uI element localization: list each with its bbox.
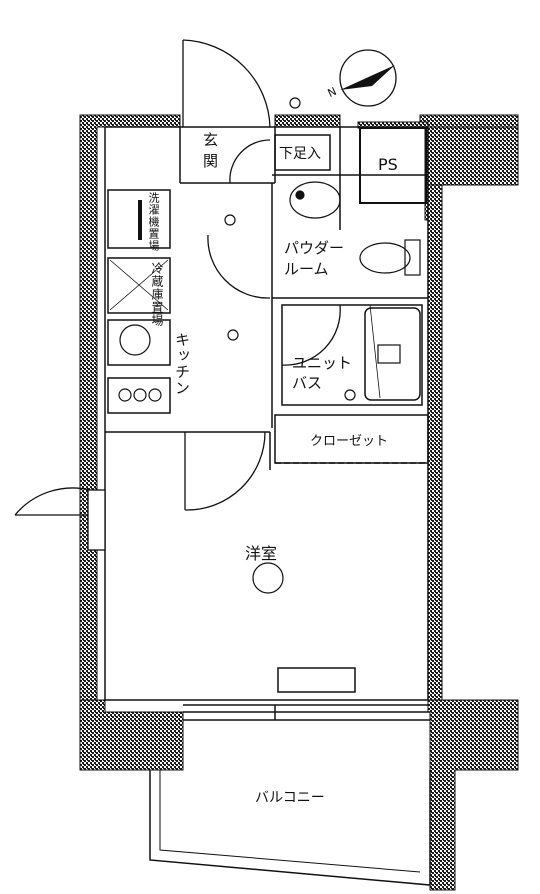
wall-right <box>427 184 443 701</box>
ceiling-light-room <box>252 562 284 594</box>
wall-top-right <box>419 114 519 128</box>
walls <box>79 114 519 891</box>
unit-bath-outline <box>281 304 423 406</box>
interior-outline <box>104 126 429 701</box>
shoe-box-outline <box>274 134 331 171</box>
compass <box>339 49 397 107</box>
label-kitchen: キッチン <box>173 332 191 396</box>
tv-unit <box>277 667 356 693</box>
label-closet: クローゼット <box>310 434 389 449</box>
label-balcony: バルコニー <box>255 790 325 806</box>
doors <box>14 39 431 886</box>
label-fridge: 冷蔵庫置場 <box>150 262 164 327</box>
washbasin <box>289 181 341 219</box>
label-powder-room: パウダールーム <box>284 239 345 278</box>
fixtures <box>109 97 421 594</box>
compass-needle-icon <box>340 65 395 90</box>
label-western-room: 洋室 <box>245 544 278 563</box>
washer-box <box>107 189 171 249</box>
bathtub <box>364 307 421 401</box>
sink-box <box>107 319 171 366</box>
label-washer: 洗濯機置場 <box>147 192 160 252</box>
label-shoe-box: 下足入 <box>279 146 321 162</box>
ps-box <box>359 127 427 204</box>
wall-top-mid <box>274 114 341 128</box>
interior-lines <box>104 126 430 721</box>
wall-right-lower <box>427 699 519 891</box>
wall-left-lower <box>79 699 184 771</box>
label-entrance: 玄関 <box>201 132 219 174</box>
sink-bowl <box>119 324 151 356</box>
fridge-box <box>107 257 171 314</box>
label-unit-bath: ユニットバス <box>292 354 353 392</box>
label-ps: PS <box>378 155 398 174</box>
stove-box <box>107 377 171 414</box>
toilet <box>359 242 411 274</box>
